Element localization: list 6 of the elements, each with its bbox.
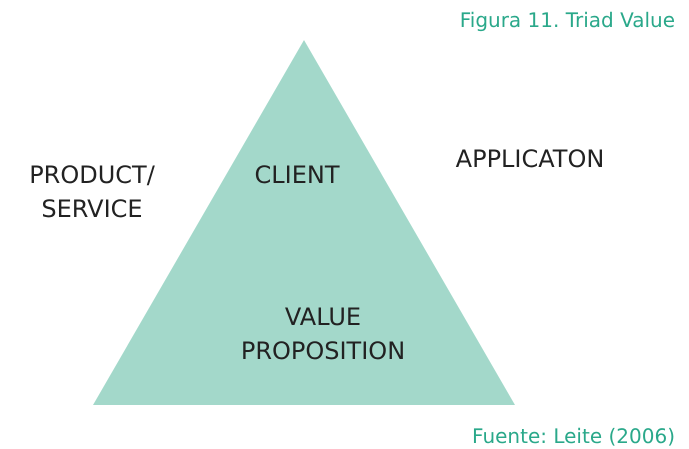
source-caption: Fuente: Leite (2006): [472, 424, 675, 448]
node-label: VALUE PROPOSITION: [240, 302, 406, 367]
figure-title: Figura 11. Triad Value: [460, 8, 675, 32]
side-label: APPLICATON: [454, 144, 606, 175]
node-label: CLIENT: [254, 160, 341, 191]
side-label: PRODUCT/ SERVICE: [28, 160, 156, 225]
